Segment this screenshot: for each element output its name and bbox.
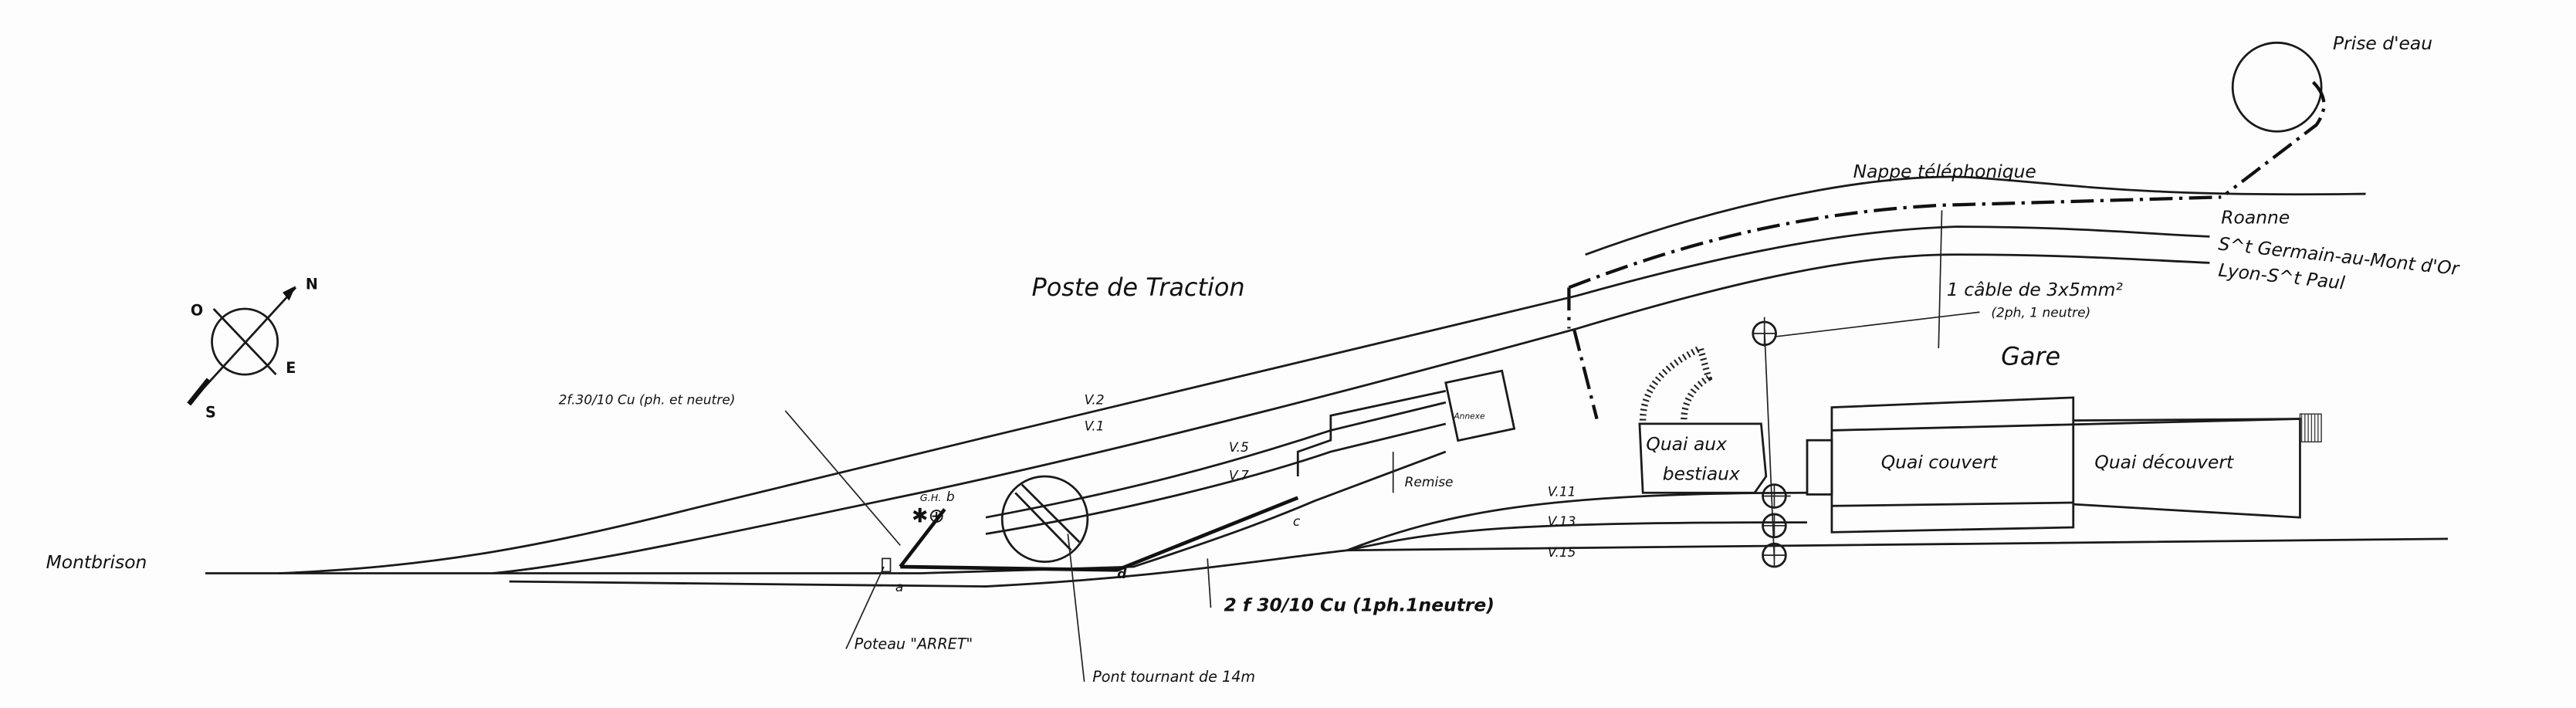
loading-ramp [1639, 343, 1713, 421]
track-v13 [1346, 521, 1808, 552]
compass-south: S [205, 403, 216, 421]
compass-west: O [191, 302, 203, 320]
compass-north: N [306, 275, 318, 293]
power-cable [1568, 195, 2222, 290]
hatched-block [2299, 413, 2322, 442]
quai-couvert-box [1830, 396, 2075, 534]
label-point-d: d [1117, 567, 1127, 582]
label-pont: Pont tournant de 14m [1092, 668, 1255, 686]
label-gare: Gare [2001, 341, 2060, 371]
label-v5: V.5 [1229, 440, 1249, 456]
signal-icon [1752, 317, 1777, 347]
label-montbrison: Montbrison [46, 551, 147, 573]
cable-leader [1938, 210, 1943, 349]
label-nappe: Nappe téléphonique [1853, 161, 2036, 182]
label-remise: Remise [1405, 475, 1454, 490]
track-v1 [493, 253, 2210, 574]
label-quai-couvert: Quai couvert [1881, 451, 1998, 473]
signal-icon [1762, 483, 1791, 568]
label-cable-detail: (2ph, 1 neutre) [1991, 306, 2090, 321]
label-v11: V.11 [1548, 485, 1576, 500]
label-v1: V.1 [1085, 418, 1105, 434]
label-gh: G.H. [920, 493, 942, 504]
label-point-a: a [895, 580, 903, 595]
annexe-box [1444, 369, 1516, 442]
label-quai-decouvert: Quai découvert [2094, 451, 2234, 473]
label-annexe: Annexe [1453, 412, 1485, 422]
track-v2 [279, 225, 2210, 574]
label-point-b: b [946, 490, 955, 505]
label-point-c: c [1293, 514, 1301, 530]
label-v7: V.7 [1229, 468, 1249, 483]
label-v2: V.2 [1085, 392, 1105, 408]
label-prise-eau: Prise d'eau [2333, 32, 2432, 54]
telephone-line [1585, 175, 2366, 256]
remise-outline [1296, 390, 1447, 477]
label-quai-bestiaux-1: Quai aux [1646, 433, 1728, 455]
water-tower-circle [2231, 41, 2323, 133]
poteau-arret-icon [881, 557, 892, 573]
label-v15: V.15 [1548, 545, 1576, 561]
label-cable-bottom: 2 f 30/10 Cu (1ph.1neutre) [1224, 594, 1495, 615]
turntable [1000, 475, 1089, 564]
track-main [205, 450, 1447, 574]
compass-rose-icon [187, 286, 297, 406]
track-v11 [1346, 491, 1808, 552]
label-v13: V.13 [1548, 514, 1576, 530]
track-v5 [985, 401, 1447, 519]
track-v7 [985, 422, 1447, 535]
quai-decouvert-box [2073, 418, 2301, 519]
power-cable-drop [1567, 287, 1599, 420]
water-cable [2225, 80, 2326, 195]
label-cable: 1 câble de 3x5mm² [1947, 279, 2123, 300]
label-quai-bestiaux-2: bestiaux [1663, 462, 1741, 484]
feeder-cable [900, 496, 1299, 572]
quai-bestiaux-box [1638, 422, 1768, 494]
label-poste-traction: Poste de Traction [1032, 273, 1245, 302]
track-v15 [509, 537, 2449, 588]
compass-east: E [286, 359, 296, 377]
small-annex-box [1806, 439, 1833, 496]
label-cable-left: 2f.30/10 Cu (ph. et neutre) [559, 392, 736, 408]
switch-icon: ✱⊕ [912, 505, 945, 528]
label-roanne: Roanne [2221, 206, 2290, 228]
label-poteau: Poteau "ARRET" [855, 635, 973, 652]
